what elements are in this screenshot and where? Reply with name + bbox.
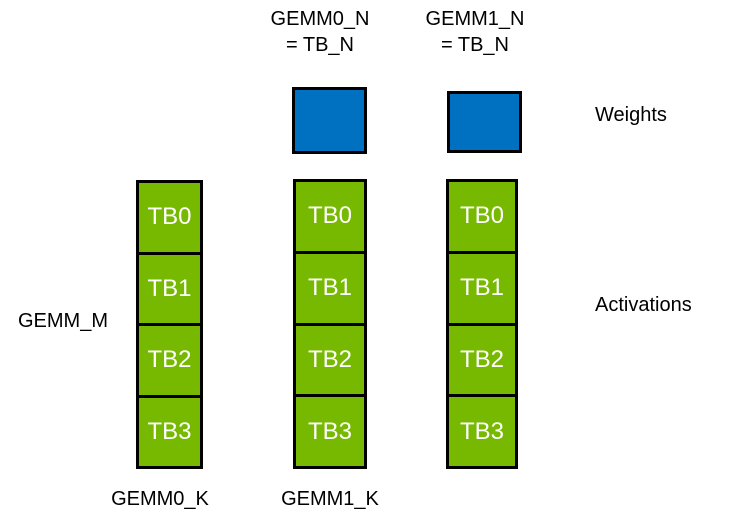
gemm1-n-label-line2: = TB_N bbox=[441, 34, 509, 56]
activations-column-0: TB0 TB1 TB2 TB3 bbox=[136, 180, 203, 469]
gemm1-n-label: GEMM1_N = TB_N bbox=[400, 6, 550, 58]
weights-block-gemm0 bbox=[292, 87, 367, 154]
thread-block-cell-tb3: TB3 bbox=[296, 397, 364, 466]
weights-block-gemm1 bbox=[447, 91, 522, 153]
thread-block-cell-tb1: TB1 bbox=[449, 253, 515, 323]
activations-label: Activations bbox=[595, 294, 692, 316]
thread-block-cell-tb1: TB1 bbox=[296, 253, 364, 323]
thread-block-cell-tb0: TB0 bbox=[449, 182, 515, 251]
thread-block-cell-tb1: TB1 bbox=[139, 254, 200, 323]
thread-block-cell-tb3: TB3 bbox=[449, 397, 515, 466]
weights-label: Weights bbox=[595, 104, 667, 126]
gemm0-k-label: GEMM0_K bbox=[111, 488, 209, 510]
activations-column-2: TB0 TB1 TB2 TB3 bbox=[446, 179, 518, 469]
gemm1-k-label: GEMM1_K bbox=[281, 488, 379, 510]
thread-block-cell-tb0: TB0 bbox=[139, 183, 200, 252]
gemm-m-label: GEMM_M bbox=[18, 310, 108, 332]
gemm1-n-label-line1: GEMM1_N bbox=[425, 8, 525, 30]
gemm0-n-label-line2: = TB_N bbox=[286, 34, 354, 56]
gemm0-n-label-line1: GEMM0_N bbox=[270, 8, 370, 30]
thread-block-cell-tb0: TB0 bbox=[296, 182, 364, 251]
thread-block-cell-tb2: TB2 bbox=[296, 325, 364, 395]
activations-column-1: TB0 TB1 TB2 TB3 bbox=[293, 179, 367, 469]
thread-block-cell-tb3: TB3 bbox=[139, 397, 200, 466]
thread-block-cell-tb2: TB2 bbox=[139, 326, 200, 395]
gemm0-n-label: GEMM0_N = TB_N bbox=[245, 6, 395, 58]
thread-block-cell-tb2: TB2 bbox=[449, 325, 515, 395]
